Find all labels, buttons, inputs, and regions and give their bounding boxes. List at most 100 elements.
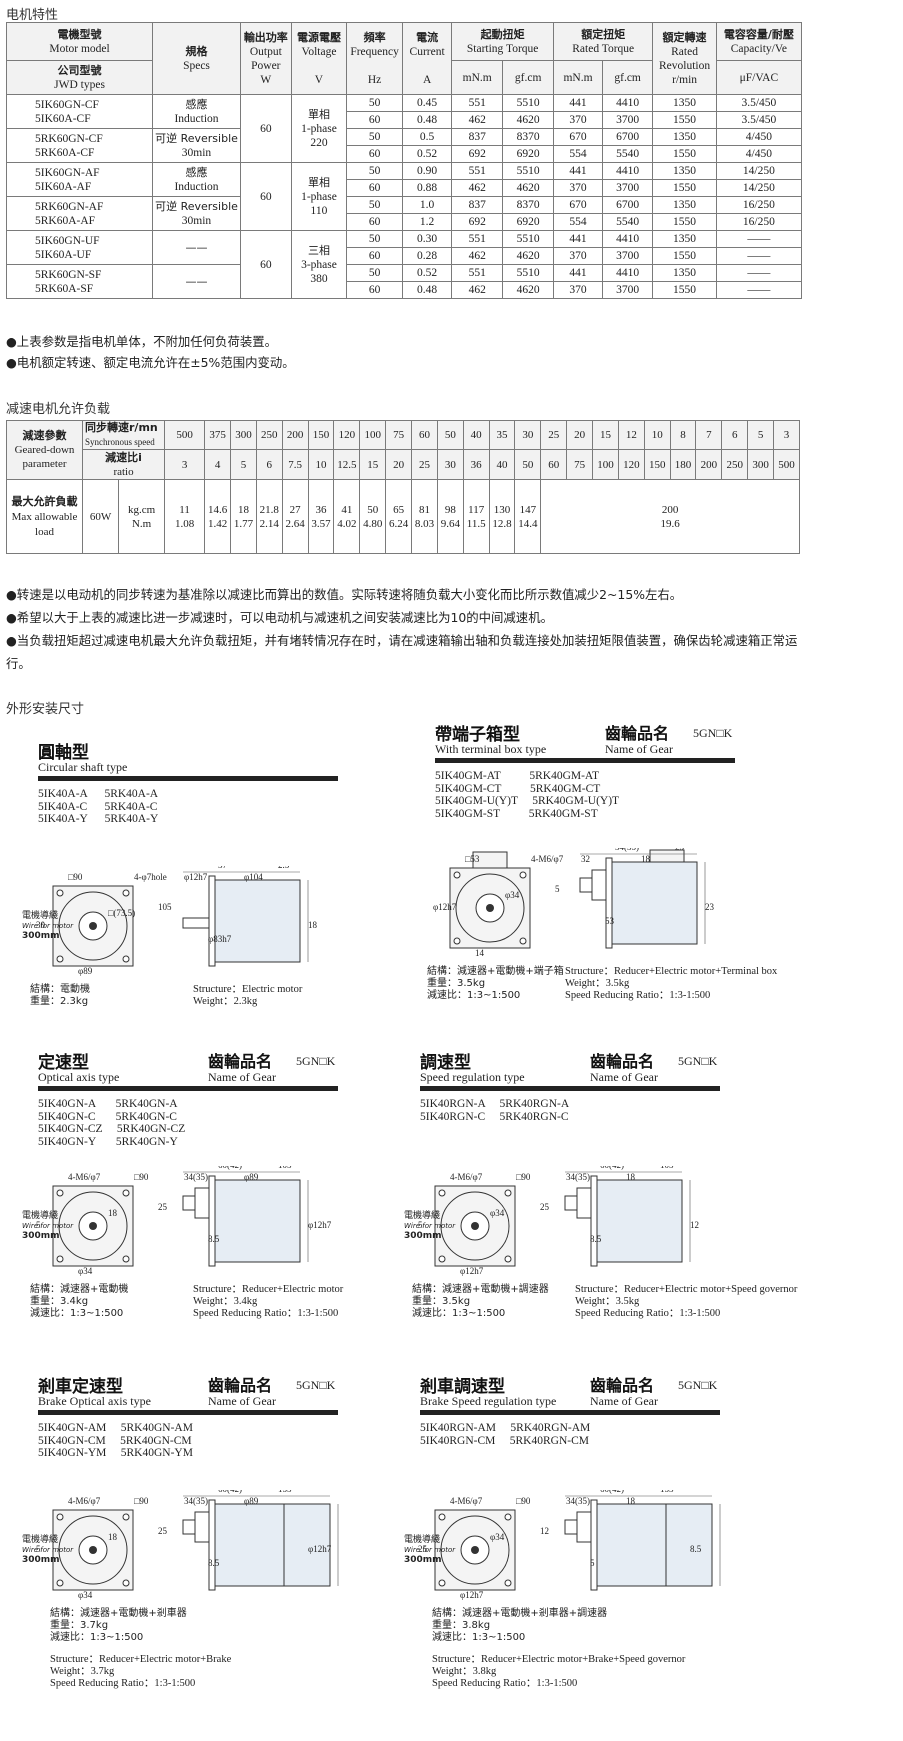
value-cell: 462 [451,247,504,265]
value-cell: 0.30 [401,230,453,248]
dimension-label: □90 [134,1496,149,1506]
speed-cell: 250 [255,420,283,450]
mount-hole [438,1513,446,1521]
dimension-label: 25 [675,848,685,852]
caption-zh-line: 減速比：1:3~1:500 [432,1632,526,1643]
note-3: ●转速是以电动机的同步转速为基准除以减速比而算出的数值。实际转速将随负载大小变化… [6,587,683,602]
ratio-cell: 3 [164,449,206,480]
ratio-cell: 12.5 [333,449,361,480]
ratio-cell: 10 [307,449,335,480]
value-cell: 4410 [601,230,654,248]
drawing-subtitle-brakereg: Brake Speed regulation type [420,1394,557,1408]
value-cell: 4/450 [715,128,803,146]
title-underline [420,1086,720,1091]
title-underline [38,1410,338,1415]
ratio-cell: 36 [462,449,490,480]
gear-code: 5GN□K [678,1054,718,1068]
value-cell: 5540 [601,145,654,163]
dimension-label: φ12h7 [460,1266,484,1276]
value-cell: 837 [451,128,504,146]
motor-body [214,879,301,963]
speed-cell: 12 [617,420,645,450]
value-cell: 462 [451,179,504,197]
output-shaft [564,1195,578,1211]
speed-cell: 6 [721,420,749,450]
speed-cell: 30 [514,420,542,450]
value-cell: 50 [346,128,403,146]
ratio-cell: 6 [255,449,283,480]
ratio-cell: 4 [204,449,232,480]
motor-body [596,1503,713,1587]
value-cell: 1.2 [401,213,453,231]
motor-body [214,1503,331,1587]
dimension-label: 155 [278,1490,292,1494]
dimension-label: 60(42) [600,1490,624,1494]
value-cell: 0.28 [401,247,453,265]
front-view-shaft [471,1222,479,1230]
caption-zh-line: 重量：3.5kg [427,978,486,989]
value-cell: 441 [553,264,603,282]
ratio-cell: 120 [617,449,645,480]
terminal-box [472,851,508,869]
mount-hole [504,1189,512,1197]
front-view-bolt-circle [58,891,128,961]
speed-cell: 375 [204,420,232,450]
caption-zh-circular: 結構：電動機重量：2.3kg [30,984,90,1008]
value-cell: 670 [553,128,603,146]
model-list-speedreg: 5IK40RGN-A 5RK40RGN-A 5IK40RGN-C 5RK40RG… [420,1098,570,1123]
dimension-label: 105 [278,1166,292,1170]
dimension-label: 60(42) [600,1166,624,1170]
gear-name-label: 齒輪品名 [590,1376,655,1395]
gear-name-en: Name of Gear [208,1070,276,1084]
value-cell: 3700 [601,111,654,129]
value-cell: 3700 [601,281,654,299]
value-cell: 370 [553,281,603,299]
dimension-label: φ89 [244,1172,259,1182]
dimension-label: φ12h7 [308,1220,332,1230]
dimension-label: □90 [516,1496,531,1506]
value-cell: 1550 [652,213,717,231]
value-cell: 60 [346,281,403,299]
output-shaft [182,1195,196,1211]
mount-hole [56,955,64,963]
value-cell: 5510 [502,264,555,282]
value-cell: 60 [346,111,403,129]
value-cell: 1350 [652,128,717,146]
value-cell: 5510 [502,162,555,180]
dimension-label: φ89 [78,966,93,976]
dimension-label: 32 [581,854,590,864]
dimension-label: φ34 [78,1590,93,1600]
front-view-bolt-circle [58,1191,128,1261]
ratio-cell: 15 [359,449,387,480]
ratio-cell: 5 [230,449,257,480]
value-cell: 462 [451,111,504,129]
terminal-box-side [649,849,685,863]
caption-en-line: Weight：3.8kg [432,1666,497,1677]
gear-name-en: Name of Gear [208,1394,276,1408]
ratio-cell: 60 [540,449,568,480]
value-cell: 1350 [652,162,717,180]
front-view-bolt-circle [440,1515,510,1585]
speed-cell: 60 [411,420,438,450]
ratio-cell: 250 [721,449,749,480]
header-unit-mnm: mN.m [451,60,504,95]
value-cell: 0.52 [401,264,453,282]
dimension-label: 25 [540,1202,550,1212]
caption-en-line: Weight：3.7kg [50,1666,115,1677]
output-shaft [564,1519,578,1535]
speed-cell: 300 [230,420,257,450]
